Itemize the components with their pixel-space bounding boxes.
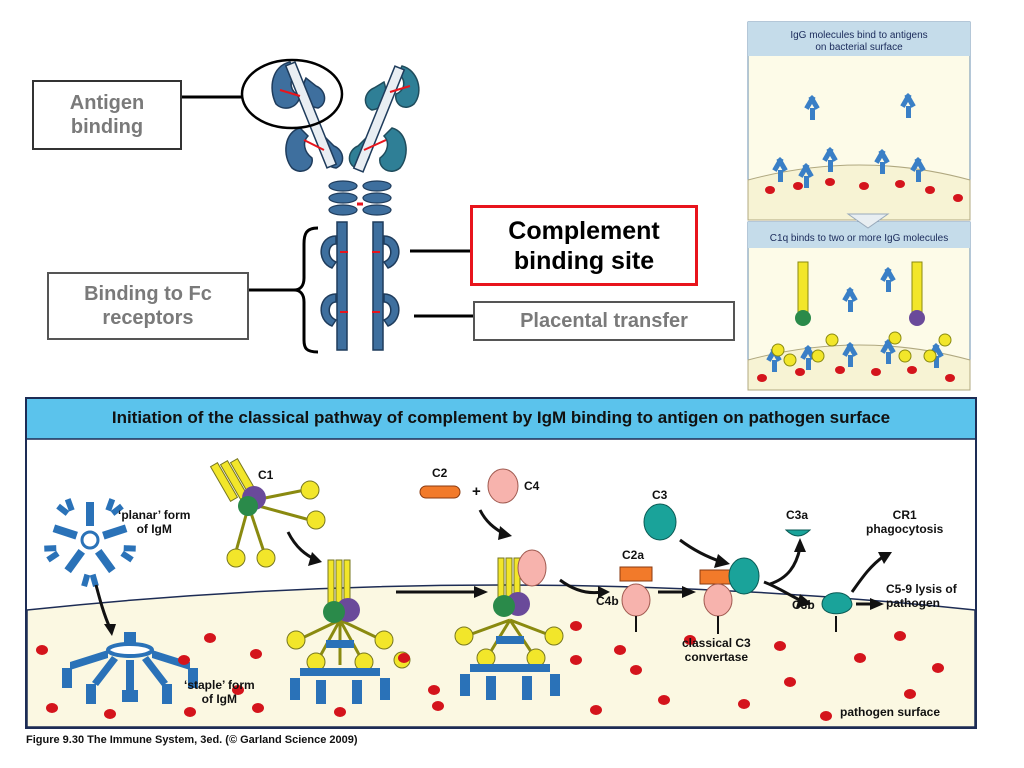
arrow-to-c3a	[769, 547, 802, 586]
antibody-diagram	[271, 61, 420, 351]
label-c3b: C3b	[792, 598, 815, 612]
label-staple-igm: ‘staple’ form of IgM	[184, 678, 255, 707]
c1-complex	[209, 457, 326, 568]
c3-convertase	[699, 557, 760, 634]
fab-left-arm	[271, 61, 344, 172]
label-c1: C1	[258, 468, 274, 482]
label-c2a: C2a	[622, 548, 645, 562]
label-cr1: CR1 phagocytosis	[866, 508, 944, 537]
label-c3a: C3a	[786, 508, 809, 522]
label-c3: C3	[652, 488, 668, 502]
c3-molecule	[643, 503, 677, 541]
label-lysis: C5-9 lysis of pathogen	[886, 582, 957, 611]
c3b-molecule	[821, 592, 853, 615]
c1-igm-complex-1	[286, 559, 411, 704]
label-c2: C2	[432, 466, 448, 480]
complement-binding-label: Complement binding site	[470, 205, 698, 286]
label-c4: C4	[524, 479, 540, 493]
arrow-to-cr1	[850, 554, 885, 593]
hinge-region	[328, 180, 392, 216]
c2a-molecule	[619, 566, 653, 582]
fab-right-arm	[348, 65, 420, 173]
planar-igm	[44, 498, 136, 587]
c4-molecule	[487, 468, 519, 504]
panel-caption-2: C1q binds to two or more IgG molecules	[769, 233, 949, 244]
antigen-binding-label: Antigen binding	[32, 80, 182, 150]
c2-molecule	[419, 485, 461, 499]
staple-igm	[62, 632, 198, 704]
figure-caption: Figure 9.30 The Immune System, 3ed. (© G…	[26, 734, 358, 746]
fc-bracket	[293, 226, 319, 354]
fc-receptors-label: Binding to Fc receptors	[47, 272, 249, 340]
label-planar-igm: ‘planar’ form of IgM	[118, 508, 191, 537]
fc-region	[320, 221, 400, 351]
pathogen-antigens	[36, 621, 944, 721]
c4b-molecule	[621, 583, 651, 617]
pathway-panel	[25, 397, 977, 729]
label-c4b: C4b	[596, 594, 619, 608]
label-plus: +	[472, 483, 481, 500]
c3a-molecule	[784, 529, 812, 537]
igg-panel	[747, 21, 971, 391]
pathway-title: Initiation of the classical pathway of c…	[111, 408, 891, 427]
placental-transfer-label: Placental transfer	[473, 301, 735, 341]
c1-igm-complex-2	[454, 549, 564, 700]
label-convertase: classical C3 convertase	[682, 636, 751, 665]
antigen-binding-highlight	[240, 58, 344, 130]
panel-caption-1: IgG molecules bind to antigens on bacter…	[790, 30, 928, 53]
label-pathogen-surface: pathogen surface	[840, 705, 941, 719]
